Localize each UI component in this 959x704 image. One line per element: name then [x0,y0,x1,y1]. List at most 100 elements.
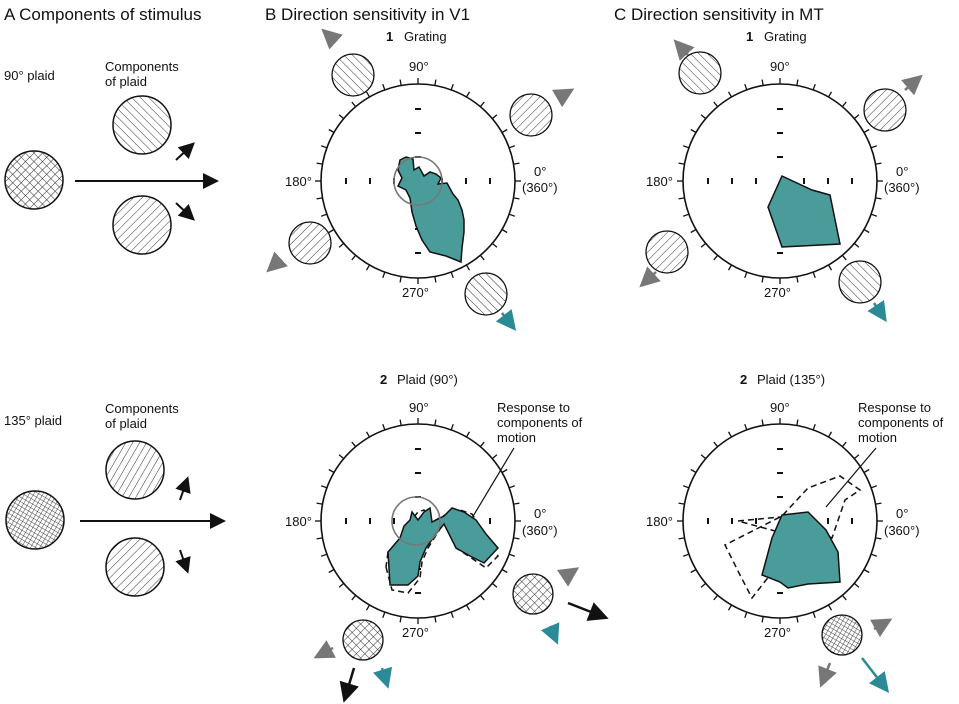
components-label-top-l1: Components [105,59,179,74]
axis-labels-c2: 90° 180° 0° (360°) 270° [646,400,920,640]
grating-icon-c1-45 [863,88,907,132]
polar-tick [513,197,520,200]
polar-tick [320,213,328,217]
polar-tick [328,228,335,234]
polar-tick [382,271,386,279]
polar-tick [682,145,690,149]
polar-tick [479,254,485,261]
v1-grating-response [396,156,465,264]
v1-plaid-component-prediction [385,509,499,594]
polar-tick [465,604,471,611]
polar-tick [351,254,357,261]
polar-tick [700,242,707,248]
polar-tick [501,468,508,474]
svg-text:1: 1 [386,29,393,44]
polar-tick [678,537,685,540]
teal-arrow-b2-bottom [372,666,393,689]
polar-tick [678,197,685,200]
gray-arrow-c2-right [870,618,893,638]
upper-motion-arrow [175,142,195,161]
c2-deg270: 270° [764,625,791,640]
polar-tick [841,441,847,448]
teal-arrow-c1-315 [867,299,887,323]
polar-tick [365,91,371,98]
polar-tick [328,128,335,134]
polar-tick [678,502,685,505]
polar-tick [713,594,719,601]
c1-deg270: 270° [764,285,791,300]
polar-tick [727,264,733,271]
polar-tick [399,276,402,283]
polar-tick [351,594,357,601]
grating-icon-c1-315 [838,260,882,304]
plaid135-circle [5,490,65,550]
panel-c-title: C Direction sensitivity in MT [614,5,824,24]
polar-tick [796,79,799,86]
polar-tick [841,101,847,108]
polar-tick [744,271,748,279]
polar-tick [316,162,323,165]
gray-arrow-b1-225 [266,251,288,273]
polar-tick [501,228,508,234]
polar-tick [382,611,386,619]
polar-tick [870,145,878,149]
polar-tick [827,264,833,271]
lower-motion-arrow [175,202,195,221]
plaid135-label: 135° plaid [4,413,62,428]
teal-arrow-c2 [861,657,890,693]
polar-tick [870,553,878,557]
component-grating-lower [112,195,172,255]
polar-tick [863,468,870,474]
polar-tick [501,128,508,134]
c1-deg180: 180° [646,174,673,189]
axis-labels-b1: 90° 180° 0° (360°) 270° [285,59,558,300]
polar-plot-c2 [677,418,883,624]
b1-deg180: 180° [285,174,312,189]
polar-tick [870,213,878,217]
polar-tick [744,611,748,619]
axis-labels-c1: 90° 180° 0° (360°) 270° [646,59,920,300]
polar-tick [491,242,498,248]
polar-tick [761,276,764,283]
polar-tick [812,611,816,619]
polar-tick [863,128,870,134]
grating-icon-c1-135 [678,51,722,95]
grating-icon-b1-45 [509,93,553,137]
annotation-c-line2: components of [858,415,944,430]
polar-tick [465,431,471,438]
plaid-icon-b2-bottom [342,619,384,661]
polar-tick [761,616,764,623]
polar-tick [853,454,860,460]
polar-tick [465,264,471,271]
gray-arrow-c2-down [818,662,837,688]
polar-tick [491,582,498,588]
polar-tick [479,101,485,108]
polar-tick [827,91,833,98]
annotation-c-line3: motion [858,430,897,445]
polar-tick [827,431,833,438]
plaid-icon-c2 [821,614,863,656]
polar-tick [812,423,816,431]
polar-tick [399,616,402,623]
annotation-c-line1: Response to [858,400,931,415]
svg-text:1: 1 [746,29,753,44]
polar-tick [700,582,707,588]
polar-plot-c1 [677,78,883,284]
v1-plaid-baseline-circle [391,496,441,546]
v1-grating-baseline-circle [393,156,443,206]
black-arrow-b2-bottom [339,667,359,703]
polar-tick [479,594,485,601]
gray-arrow-c1-135 [673,39,695,61]
polar-tick [761,419,764,426]
c1-number: 1 [746,29,753,44]
black-arrow-b2-right [567,601,609,621]
polar-tick [678,162,685,165]
polar-tick [508,485,516,489]
polar-tick [365,431,371,438]
polar-tick [690,228,697,234]
gray-arrow-c1-45 [901,74,923,96]
polar-tick [744,423,748,431]
b2-deg180: 180° [285,514,312,529]
polar-tick [328,468,335,474]
